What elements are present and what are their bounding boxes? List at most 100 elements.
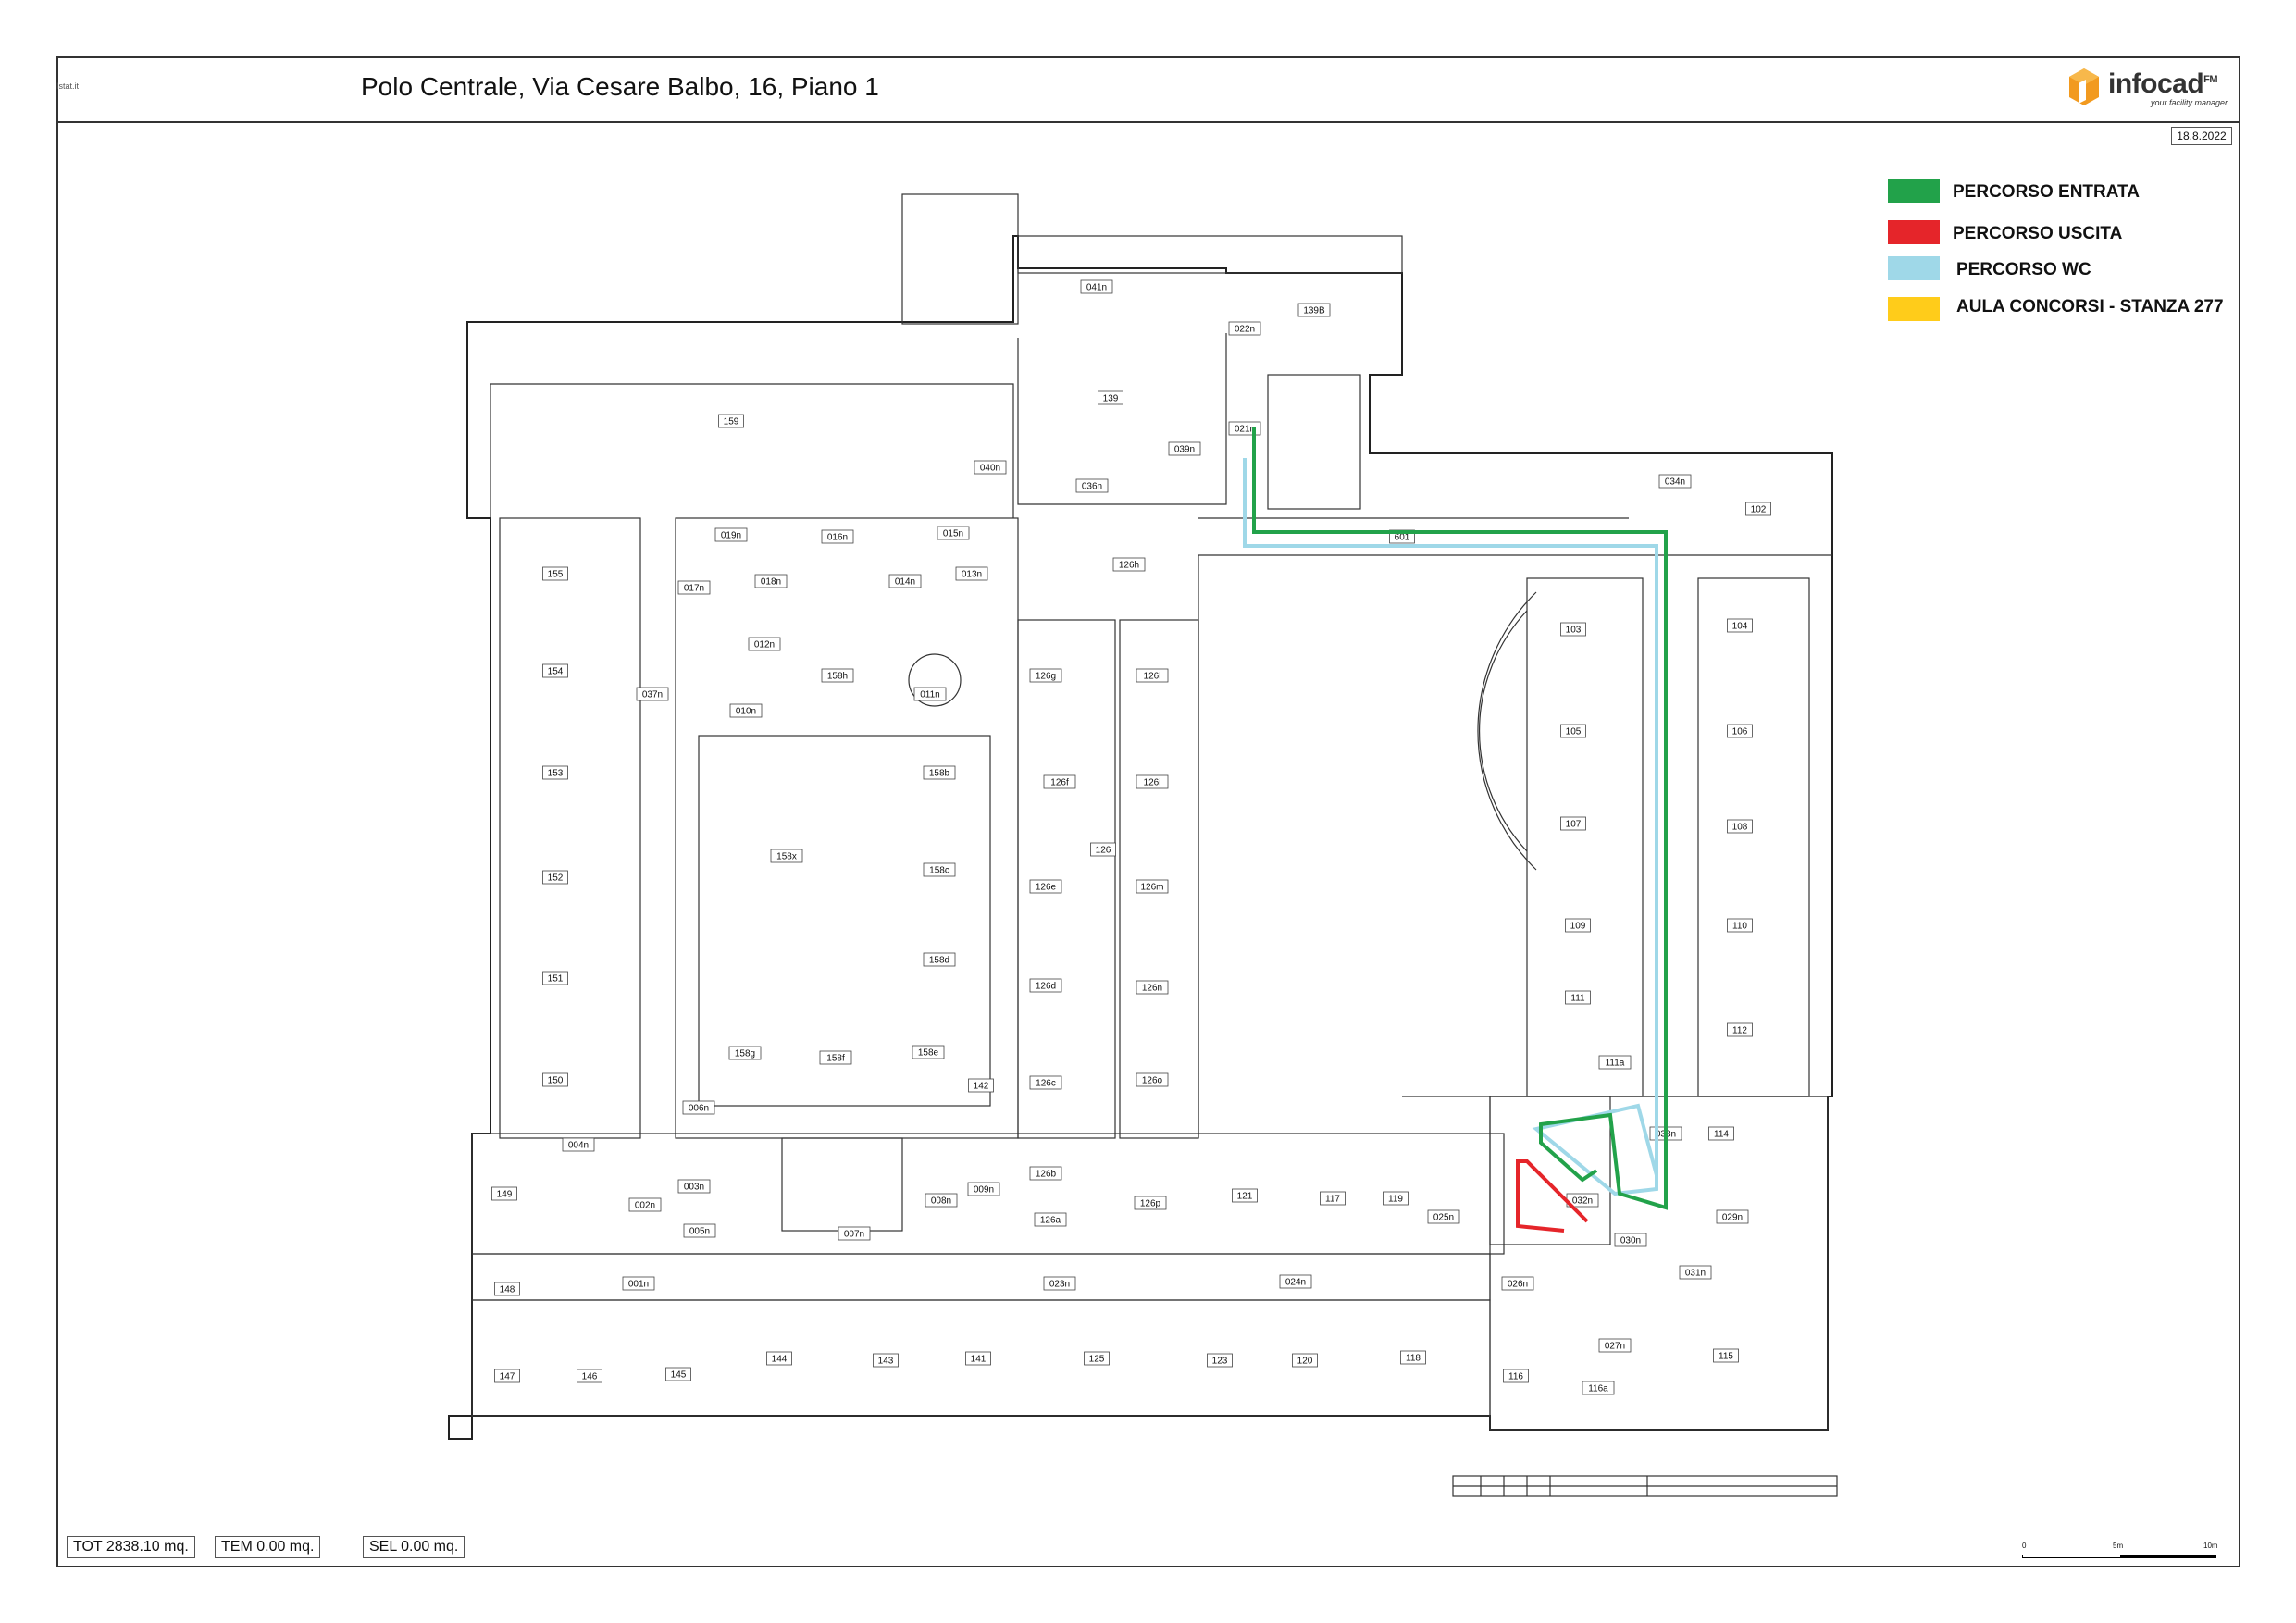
room-label[interactable]: 019n	[721, 531, 741, 541]
room-label[interactable]: 018n	[761, 577, 781, 588]
room-label[interactable]: 126a	[1040, 1216, 1061, 1226]
room-label[interactable]: 008n	[931, 1196, 951, 1207]
room-label[interactable]: 037n	[642, 690, 663, 700]
room-label[interactable]: 121	[1237, 1192, 1253, 1202]
room-label[interactable]: 004n	[568, 1141, 589, 1151]
room-label[interactable]: 144	[772, 1355, 788, 1365]
room-label[interactable]: 119	[1388, 1195, 1403, 1205]
room-label[interactable]: 116a	[1588, 1384, 1608, 1394]
room-label[interactable]: 126o	[1142, 1076, 1163, 1086]
room-label[interactable]: 040n	[980, 464, 1000, 474]
room-label[interactable]: 006n	[689, 1104, 709, 1114]
room-label[interactable]: 017n	[684, 584, 704, 594]
room-label[interactable]: 158x	[776, 852, 797, 862]
room-label[interactable]: 115	[1719, 1352, 1733, 1362]
room-label[interactable]: 104	[1732, 622, 1748, 632]
room-label[interactable]: 126n	[1142, 984, 1162, 994]
room-label[interactable]: 158b	[929, 769, 950, 779]
room-label[interactable]: 107	[1566, 820, 1582, 830]
room-label[interactable]: 013n	[962, 570, 982, 580]
room-label[interactable]: 126m	[1140, 883, 1163, 893]
room-label[interactable]: 106	[1732, 727, 1748, 737]
room-label[interactable]: 014n	[895, 577, 915, 588]
room-label[interactable]: 126	[1096, 846, 1111, 856]
room-label[interactable]: 158c	[929, 866, 949, 876]
room-label[interactable]: 005n	[689, 1227, 710, 1237]
room-label[interactable]: 029n	[1722, 1213, 1743, 1223]
room-label[interactable]: 002n	[635, 1201, 655, 1211]
room-label[interactable]: 152	[548, 873, 564, 884]
room-label[interactable]: 036n	[1082, 482, 1102, 492]
room-label[interactable]: 117	[1325, 1195, 1340, 1205]
room-label[interactable]: 116	[1508, 1372, 1523, 1382]
room-label[interactable]: 003n	[684, 1183, 704, 1193]
room-label[interactable]: 039n	[1174, 445, 1195, 455]
room-label[interactable]: 041n	[1086, 283, 1107, 293]
room-label[interactable]: 149	[497, 1190, 513, 1200]
room-label[interactable]: 034n	[1665, 477, 1685, 488]
room-label[interactable]: 108	[1732, 823, 1748, 833]
room-label[interactable]: 024n	[1285, 1278, 1306, 1288]
room-label[interactable]: 158f	[826, 1054, 845, 1064]
room-label[interactable]: 001n	[628, 1280, 649, 1290]
room-label[interactable]: 147	[500, 1372, 515, 1382]
room-label[interactable]: 159	[724, 417, 739, 427]
room-label[interactable]: 143	[878, 1357, 894, 1367]
room-label[interactable]: 011n	[920, 690, 940, 700]
room-label[interactable]: 023n	[1049, 1280, 1070, 1290]
room-label[interactable]: 158h	[827, 672, 848, 682]
room-label[interactable]: 126f	[1050, 778, 1069, 788]
room-label[interactable]: 123	[1212, 1357, 1228, 1367]
room-label[interactable]: 126e	[1036, 883, 1057, 893]
room-label[interactable]: 120	[1297, 1357, 1313, 1367]
room-label[interactable]: 105	[1566, 727, 1582, 737]
room-label[interactable]: 145	[671, 1370, 687, 1381]
room-label[interactable]: 118	[1406, 1354, 1421, 1364]
room-label[interactable]: 010n	[736, 707, 756, 717]
room-label[interactable]: 155	[548, 570, 564, 580]
room-label[interactable]: 141	[971, 1355, 987, 1365]
room-label[interactable]: 126h	[1119, 561, 1139, 571]
room-label[interactable]: 015n	[943, 529, 963, 539]
room-label[interactable]: 126b	[1036, 1170, 1057, 1180]
room-label[interactable]: 109	[1570, 922, 1586, 932]
room-label[interactable]: 022n	[1235, 325, 1255, 335]
room-label[interactable]: 146	[582, 1372, 598, 1382]
room-label[interactable]: 158g	[735, 1049, 755, 1059]
room-label[interactable]: 148	[500, 1285, 515, 1295]
room-label[interactable]: 112	[1732, 1026, 1747, 1036]
room-label[interactable]: 153	[548, 769, 564, 779]
room-label[interactable]: 126d	[1036, 982, 1056, 992]
room-label[interactable]: 126i	[1144, 778, 1161, 788]
room-label[interactable]: 139	[1103, 394, 1119, 404]
room-label[interactable]: 102	[1751, 505, 1767, 515]
room-label[interactable]: 126g	[1036, 672, 1056, 682]
room-label[interactable]: 026n	[1508, 1280, 1528, 1290]
room-label[interactable]: 111	[1570, 994, 1585, 1004]
room-label[interactable]: 601	[1395, 533, 1410, 543]
room-label[interactable]: 009n	[974, 1185, 994, 1196]
source-link[interactable]: Istat.it	[56, 81, 80, 91]
room-label[interactable]: 151	[548, 974, 564, 985]
room-label[interactable]: 114	[1714, 1130, 1729, 1140]
room-label[interactable]: 139B	[1303, 306, 1325, 316]
room-label[interactable]: 025n	[1433, 1213, 1454, 1223]
room-label[interactable]: 150	[548, 1076, 564, 1086]
room-label[interactable]: 154	[548, 667, 564, 677]
room-label[interactable]: 030n	[1620, 1236, 1641, 1246]
room-label[interactable]: 007n	[844, 1230, 864, 1240]
room-label[interactable]: 032n	[1572, 1196, 1593, 1207]
room-label[interactable]: 126p	[1140, 1199, 1161, 1209]
room-label[interactable]: 125	[1089, 1355, 1105, 1365]
room-label[interactable]: 126l	[1144, 672, 1161, 682]
room-label[interactable]: 027n	[1605, 1342, 1625, 1352]
room-label[interactable]: 142	[974, 1082, 989, 1092]
room-label[interactable]: 016n	[827, 533, 848, 543]
room-label[interactable]: 103	[1566, 626, 1582, 636]
room-label[interactable]: 110	[1732, 922, 1747, 932]
room-label[interactable]: 111a	[1606, 1059, 1625, 1069]
room-label[interactable]: 012n	[754, 640, 775, 650]
room-label[interactable]: 126c	[1036, 1079, 1056, 1089]
room-label[interactable]: 021n	[1235, 425, 1255, 435]
room-label[interactable]: 158d	[929, 956, 949, 966]
